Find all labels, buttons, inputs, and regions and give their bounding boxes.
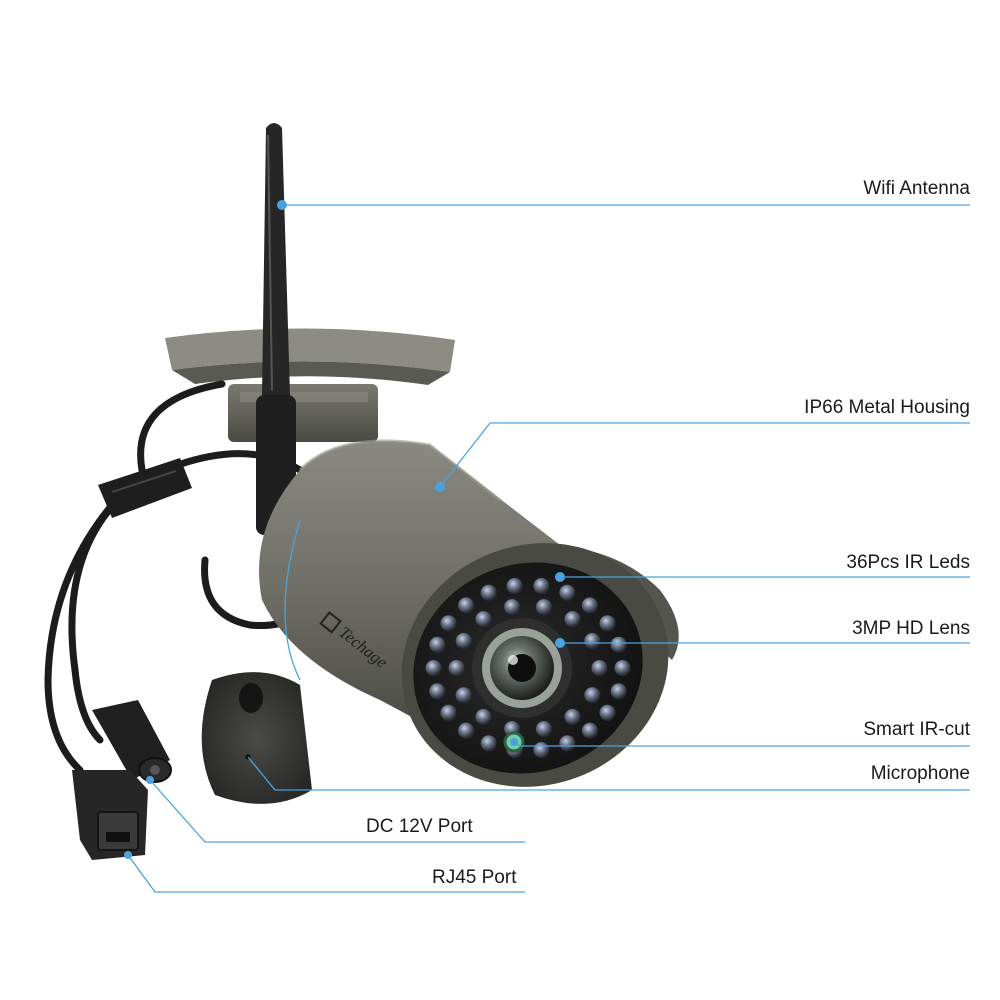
ir-led: [429, 636, 446, 653]
ir-led: [440, 615, 457, 632]
ir-led: [480, 735, 497, 752]
ir-led: [564, 708, 581, 725]
ir-led: [533, 742, 550, 758]
ir-led-array: [425, 578, 631, 758]
logo-mark-icon: [319, 611, 342, 634]
leader-mic-arc: [284, 519, 301, 681]
label-metal-housing: IP66 Metal Housing: [804, 397, 970, 418]
label-hd-lens: 3MP HD Lens: [852, 618, 970, 639]
ir-led: [455, 687, 472, 704]
ir-led: [535, 721, 552, 737]
label-rj45-port: RJ45 Port: [432, 867, 517, 888]
microphone-inset: [201, 672, 312, 804]
ir-led: [581, 597, 598, 614]
label-wifi-antenna: Wifi Antenna: [863, 178, 970, 199]
callout-leaders: [127, 204, 970, 893]
ir-led: [610, 683, 627, 700]
ir-led: [448, 660, 465, 676]
camera-housing: [259, 439, 679, 787]
ir-led: [581, 722, 598, 739]
rj45-connector: [72, 770, 148, 860]
leader-microphone: [247, 756, 970, 791]
leader-rj45: [127, 854, 525, 893]
label-ir-leds: 36Pcs IR Leds: [846, 552, 970, 573]
ir-led: [504, 599, 521, 615]
label-smart-ir-cut: Smart IR-cut: [863, 719, 970, 740]
ir-led: [475, 611, 492, 628]
ir-led: [480, 584, 497, 601]
leader-dots: [124, 200, 565, 859]
ir-led: [440, 704, 457, 721]
ir-led: [610, 636, 627, 653]
label-dc-port: DC 12V Port: [366, 816, 473, 837]
ir-led: [458, 597, 475, 614]
ir-led: [564, 611, 581, 628]
ir-led: [559, 735, 576, 752]
ir-led: [458, 722, 475, 739]
dot-ir-cut: [510, 738, 518, 746]
ir-led: [533, 578, 550, 594]
ir-led: [584, 632, 601, 649]
ir-led: [599, 615, 616, 632]
ir-led: [455, 632, 472, 649]
ir-led: [425, 660, 442, 676]
ir-led: [475, 708, 492, 725]
dot-ir-leds: [555, 572, 565, 582]
leader-housing: [439, 422, 970, 488]
connector-cables: [44, 496, 122, 774]
dot-dc-port: [146, 776, 154, 784]
ir-led: [535, 599, 552, 615]
ir-led: [506, 578, 523, 594]
dot-rj45: [124, 851, 132, 859]
ir-led: [584, 687, 601, 704]
ir-led: [614, 660, 631, 676]
ir-led: [591, 660, 608, 676]
dot-housing: [435, 482, 445, 492]
hd-lens: [472, 618, 572, 718]
dot-wifi: [277, 200, 287, 210]
ir-led: [429, 683, 446, 700]
ir-led: [559, 584, 576, 601]
dc-12v-connector: [92, 700, 172, 783]
dot-lens: [555, 638, 565, 648]
y-splitter: [98, 458, 192, 518]
ir-led: [599, 704, 616, 721]
label-microphone: Microphone: [870, 763, 970, 784]
leader-dc-port: [149, 779, 525, 843]
